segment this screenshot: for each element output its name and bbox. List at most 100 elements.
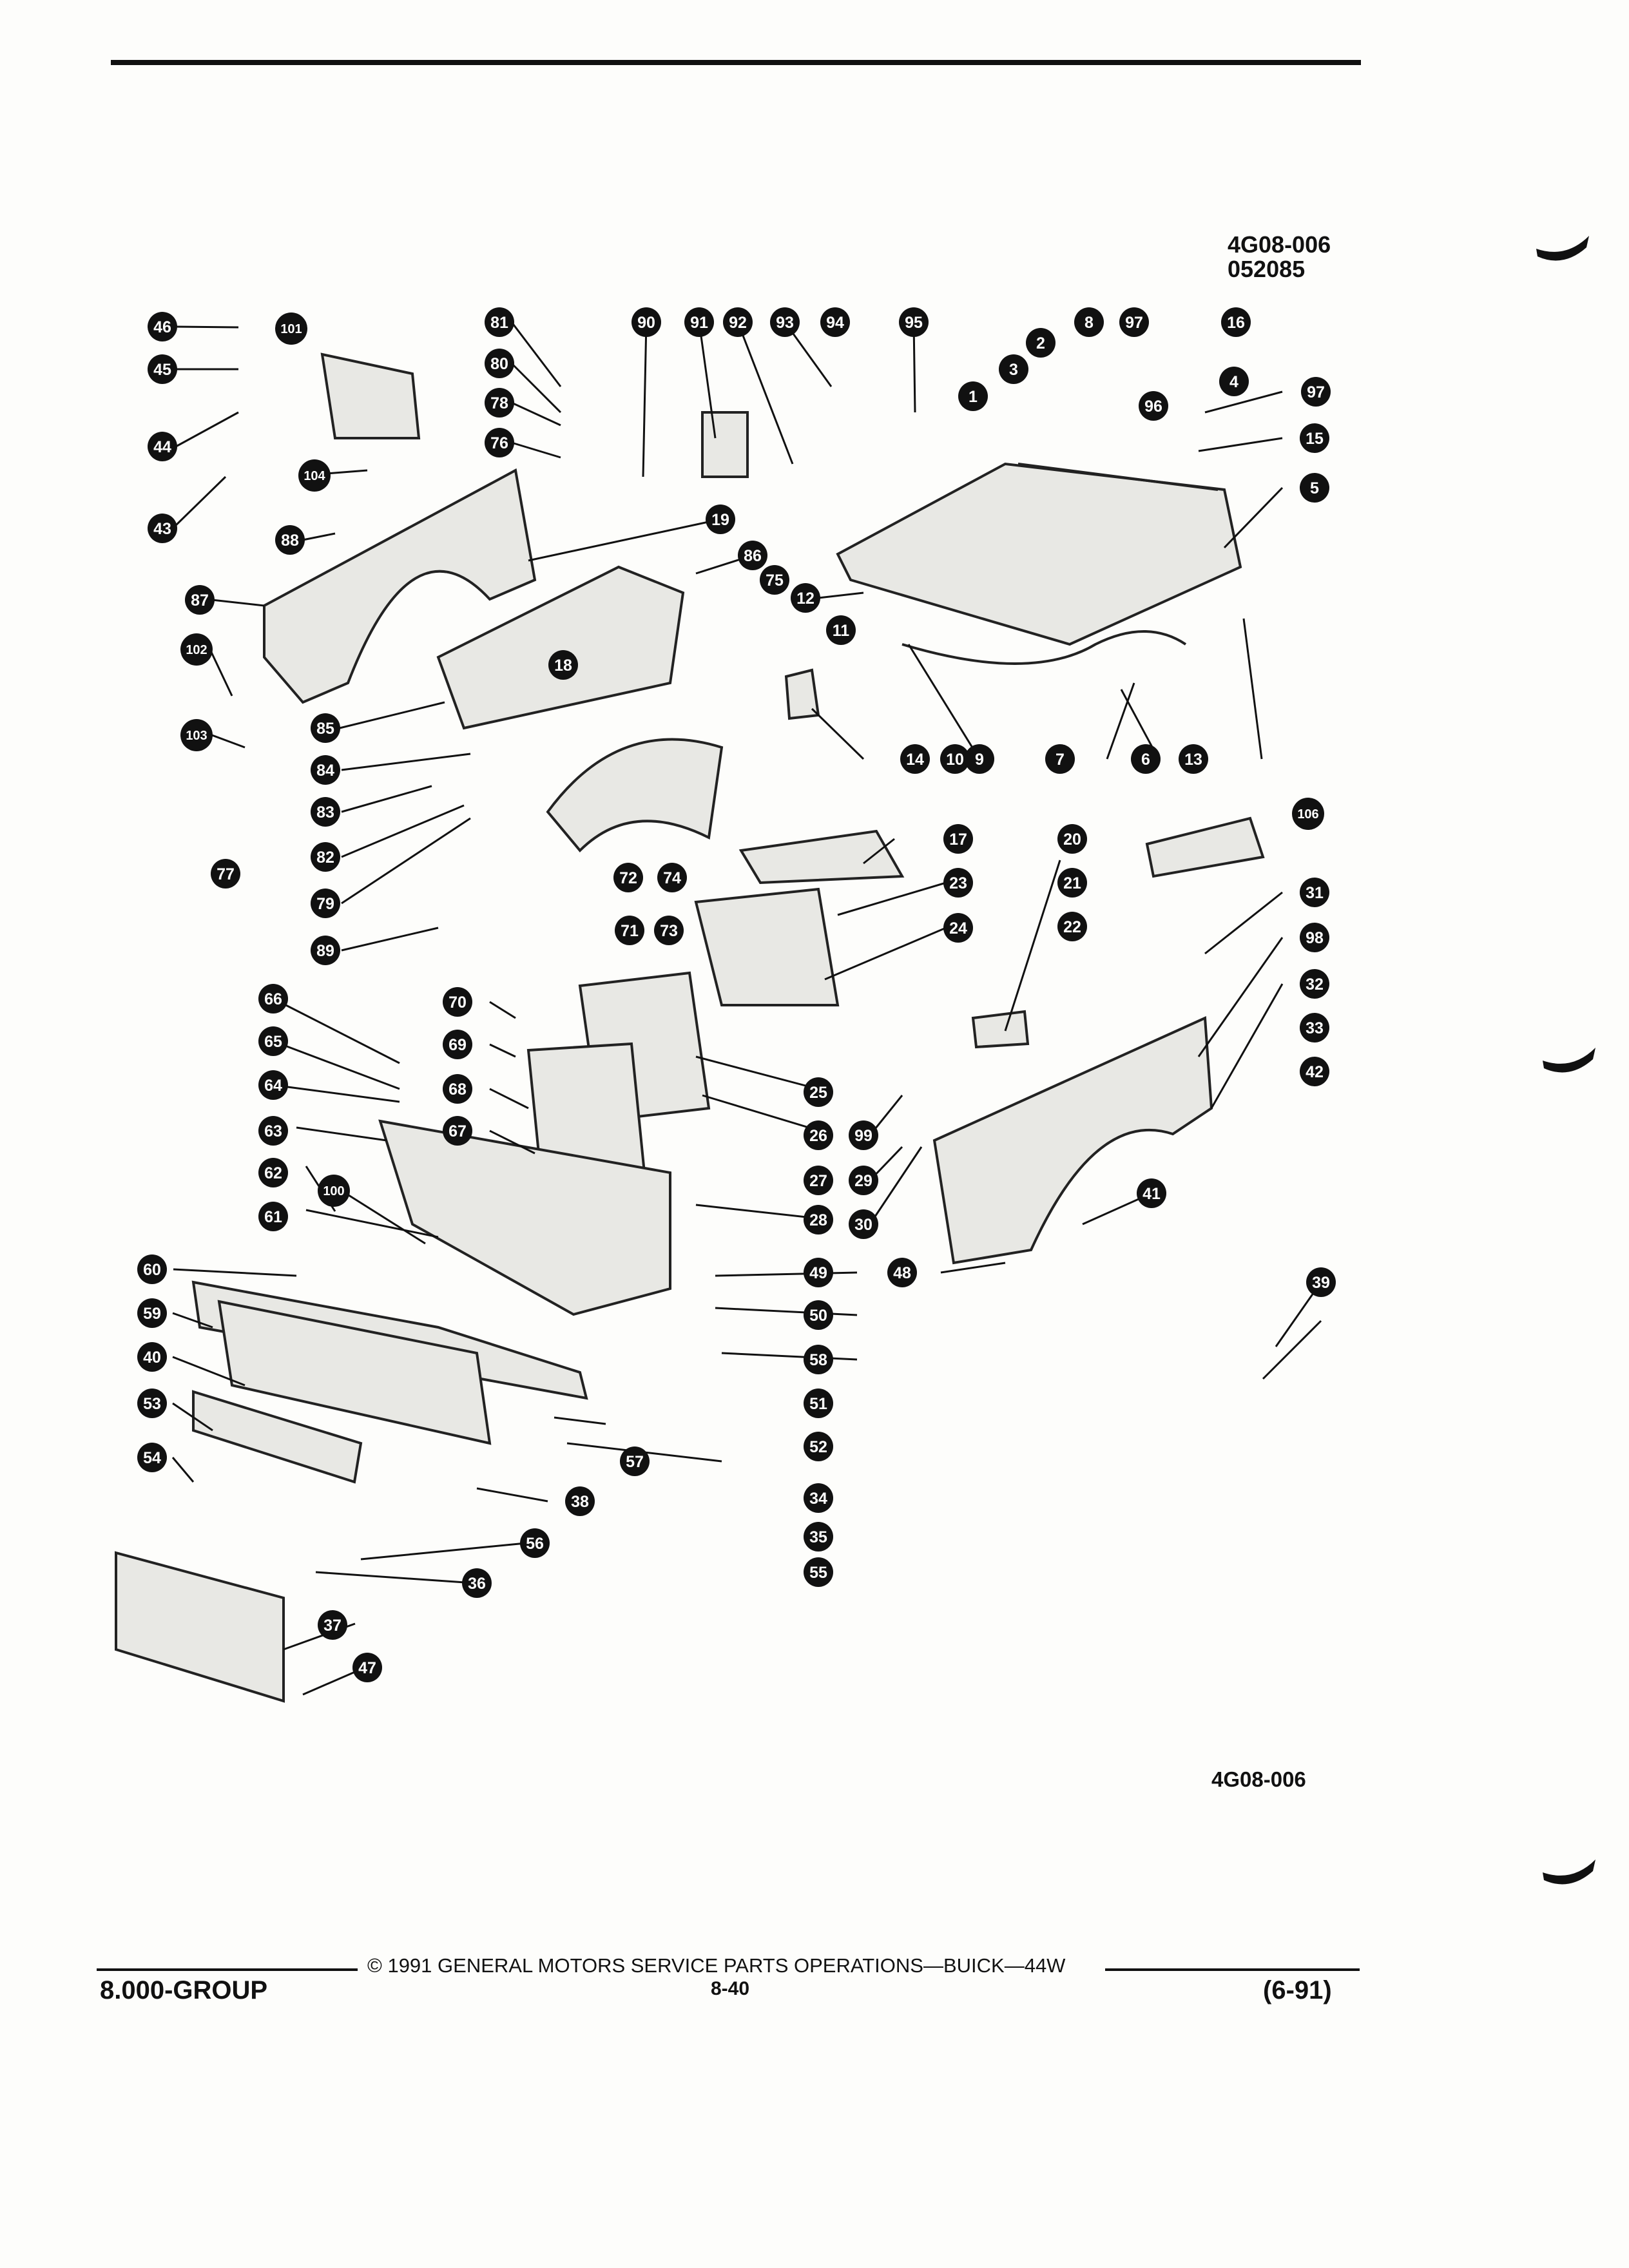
callout-circle bbox=[443, 1030, 472, 1059]
callout-48: 48 bbox=[887, 1258, 917, 1287]
callout-circle bbox=[723, 307, 753, 337]
callout-number: 42 bbox=[1306, 1063, 1324, 1081]
callout-circle bbox=[804, 1483, 833, 1513]
callout-77: 77 bbox=[211, 859, 240, 889]
callout-85: 85 bbox=[311, 713, 340, 743]
callout-number: 52 bbox=[809, 1438, 827, 1456]
callout-number: 20 bbox=[1063, 831, 1081, 849]
callout-number: 59 bbox=[143, 1305, 161, 1323]
callout-circle bbox=[1219, 367, 1249, 396]
callout-number: 14 bbox=[906, 751, 924, 769]
callout-number: 22 bbox=[1063, 918, 1081, 936]
callout-number: 34 bbox=[809, 1490, 827, 1508]
callout-circle bbox=[1300, 969, 1329, 999]
hood-molding bbox=[1017, 463, 1219, 491]
callout-circle bbox=[804, 1432, 833, 1461]
callout-number: 33 bbox=[1306, 1019, 1324, 1037]
callout-number: 94 bbox=[826, 314, 844, 332]
callout-circle bbox=[180, 719, 213, 751]
callout-number: 77 bbox=[217, 865, 235, 883]
callout-number: 8 bbox=[1084, 314, 1094, 332]
callout-28: 28 bbox=[804, 1205, 833, 1235]
callout-circle bbox=[1045, 744, 1075, 774]
binder-mark bbox=[1536, 236, 1589, 261]
callout-number: 4 bbox=[1229, 373, 1239, 391]
callout-circle bbox=[565, 1486, 595, 1516]
callout-circle bbox=[684, 307, 714, 337]
callout-circle bbox=[180, 633, 213, 666]
callout-number: 5 bbox=[1310, 479, 1319, 497]
callout-47: 47 bbox=[352, 1653, 382, 1682]
footer-group: 8.000-GROUP bbox=[100, 1976, 268, 2004]
callout-circle bbox=[485, 349, 514, 378]
callout-50: 50 bbox=[804, 1300, 833, 1330]
callout-number: 103 bbox=[186, 729, 207, 743]
callout-46: 46 bbox=[148, 312, 177, 341]
callout-circle bbox=[311, 842, 340, 872]
callout-number: 28 bbox=[809, 1211, 827, 1229]
callout-circle bbox=[826, 615, 856, 645]
callout-12: 12 bbox=[791, 583, 820, 613]
callout-number: 70 bbox=[448, 994, 467, 1012]
callout-86: 86 bbox=[738, 541, 767, 570]
callout-14: 14 bbox=[900, 744, 930, 774]
callout-circle bbox=[791, 583, 820, 613]
callout-circle bbox=[943, 913, 973, 943]
callout-38: 38 bbox=[565, 1486, 595, 1516]
wheelhouse-liner bbox=[546, 738, 724, 852]
callout-circle bbox=[958, 381, 988, 411]
callout-number: 97 bbox=[1125, 314, 1143, 332]
callout-number: 48 bbox=[893, 1264, 911, 1282]
callout-circle bbox=[311, 889, 340, 918]
callout-number: 58 bbox=[809, 1351, 827, 1369]
callout-number: 40 bbox=[143, 1349, 161, 1367]
callout-circle bbox=[804, 1522, 833, 1552]
callout-circle bbox=[1026, 328, 1055, 358]
callout-number: 76 bbox=[490, 434, 508, 452]
callout-number: 97 bbox=[1307, 383, 1325, 401]
callout-56: 56 bbox=[520, 1528, 550, 1558]
callout-circle bbox=[258, 984, 288, 1014]
callout-number: 86 bbox=[744, 547, 762, 565]
callout-circle bbox=[804, 1166, 833, 1195]
callout-58: 58 bbox=[804, 1345, 833, 1374]
callout-84: 84 bbox=[311, 755, 340, 785]
callout-number: 73 bbox=[660, 922, 678, 940]
callout-circle bbox=[1139, 391, 1168, 421]
callout-31: 31 bbox=[1300, 878, 1329, 907]
callout-75: 75 bbox=[760, 565, 789, 595]
callout-number: 1 bbox=[969, 388, 978, 406]
callout-number: 39 bbox=[1312, 1274, 1330, 1292]
callout-circle bbox=[137, 1342, 167, 1372]
callout-circle bbox=[900, 744, 930, 774]
callout-number: 68 bbox=[448, 1081, 467, 1099]
callout-44: 44 bbox=[148, 432, 177, 461]
callout-20: 20 bbox=[1057, 824, 1087, 854]
callout-circle bbox=[520, 1528, 550, 1558]
callout-circle bbox=[1137, 1178, 1166, 1208]
callout-number: 98 bbox=[1306, 929, 1324, 947]
callout-number: 12 bbox=[796, 590, 815, 608]
callout-1: 1 bbox=[958, 381, 988, 411]
callout-88: 88 bbox=[275, 525, 305, 555]
callout-number: 72 bbox=[619, 869, 637, 887]
callout-4: 4 bbox=[1219, 367, 1249, 396]
callout-number: 67 bbox=[448, 1122, 467, 1140]
callout-90: 90 bbox=[631, 307, 661, 337]
callout-41: 41 bbox=[1137, 1178, 1166, 1208]
callout-number: 56 bbox=[526, 1535, 544, 1553]
callout-circle bbox=[1301, 377, 1331, 407]
callout-circle bbox=[943, 824, 973, 854]
callout-number: 96 bbox=[1144, 398, 1162, 416]
callout-number: 75 bbox=[766, 572, 784, 590]
callout-number: 100 bbox=[323, 1184, 344, 1198]
callout-number: 85 bbox=[316, 720, 334, 738]
radiator-support bbox=[378, 1119, 671, 1316]
callout-number: 65 bbox=[264, 1033, 282, 1051]
callout-57: 57 bbox=[620, 1446, 650, 1476]
callout-82: 82 bbox=[311, 842, 340, 872]
callout-circle bbox=[148, 354, 177, 384]
callout-6: 6 bbox=[1131, 744, 1161, 774]
